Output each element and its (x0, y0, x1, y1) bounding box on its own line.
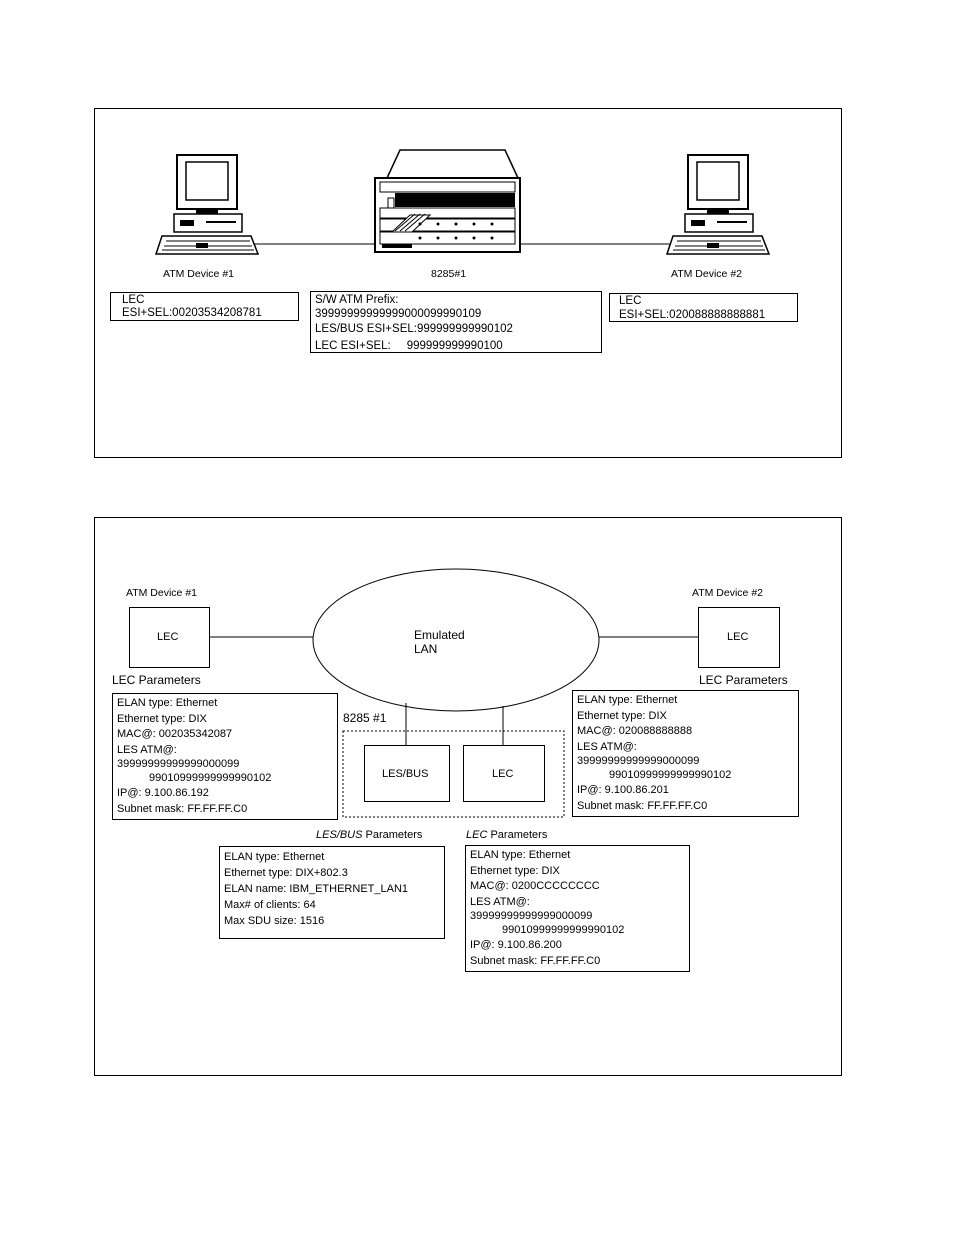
param-line: MAC@: 020088888888 (577, 725, 693, 737)
param-line: ELAN type: Ethernet (577, 694, 678, 706)
device2-label: ATM Device #2 (671, 268, 742, 280)
les-bus-params-title-rest: Parameters (362, 829, 423, 841)
bottom-figure-frame (94, 517, 842, 1076)
lec-params-center-title-em: LEC (466, 829, 488, 841)
device2-info-line: ESI+SEL:020088888888881 (619, 309, 766, 321)
device1-info-box: LEC ESI+SEL:00203534208781 (110, 292, 299, 321)
param-line: Ethernet type: DIX (577, 709, 667, 722)
switch-label: 8285#1 (431, 268, 467, 280)
param-line: ELAN type: Ethernet (224, 851, 325, 863)
param-line: LES ATM@: (577, 740, 637, 753)
lec-params-left-title: LEC Parameters (112, 673, 201, 687)
param-line: Max SDU size: 1516 (224, 915, 325, 927)
lec-right-label: LEC (727, 631, 749, 643)
lec-inner-label: LEC (492, 768, 514, 780)
device1-info-line: LEC (122, 294, 145, 306)
cloud-label-line1: Emulated (414, 628, 465, 642)
param-line: IP@: 9.100.86.192 (117, 787, 209, 799)
switch-info-line: LEC ESI+SEL: 999999999990100 (315, 340, 503, 352)
param-line: Ethernet type: DIX+802.3 (224, 867, 348, 879)
param-line: 39999999999999000099 (470, 909, 593, 922)
param-line: ELAN type: Ethernet (470, 849, 571, 861)
param-line: LES ATM@: (470, 895, 530, 908)
les-bus-box: LES/BUS (364, 745, 450, 802)
lec-inner-box: LEC (463, 745, 545, 802)
cloud-label-line2: LAN (414, 642, 438, 656)
param-line: IP@: 9.100.86.200 (470, 939, 562, 951)
switch-info-line: LES/BUS ESI+SEL:999999999990102 (315, 323, 513, 335)
device2-info-line: LEC (619, 295, 642, 307)
lec-left-label: LEC (157, 631, 179, 643)
left-lec-params-box: ELAN type: Ethernet Ethernet type: DIX M… (112, 693, 338, 820)
param-line: Max# of clients: 64 (224, 899, 316, 911)
lec-params-center-title: LEC Parameters (466, 829, 547, 842)
param-line: 39999999999999000099 (117, 757, 240, 770)
param-line: ELAN type: Ethernet (117, 697, 218, 709)
param-line: 99010999999999990102 (149, 771, 272, 784)
param-line: Ethernet type: DIX (470, 864, 560, 877)
param-line: ELAN name: IBM_ETHERNET_LAN1 (224, 883, 409, 895)
switch-info-line: 39999999999999000099990109 (315, 308, 482, 320)
les-bus-params-title-em: LES/BUS (316, 829, 363, 841)
center-lec-params-box: ELAN type: Ethernet Ethernet type: DIX M… (465, 845, 690, 972)
lec-left-box: LEC (129, 607, 210, 668)
param-line: 99010999999999990102 (502, 923, 625, 936)
param-line: Subnet mask: FF.FF.FF.C0 (577, 799, 708, 812)
device1-info-line: ESI+SEL:00203534208781 (122, 307, 262, 319)
right-lec-params-box: ELAN type: Ethernet Ethernet type: DIX M… (572, 690, 799, 817)
param-line: MAC@: 002035342087 (117, 728, 233, 740)
bottom-device2-label: ATM Device #2 (692, 587, 763, 599)
computer-icon-device1 (154, 154, 260, 255)
param-line: Ethernet type: DIX (117, 712, 207, 725)
param-line: 99010999999999990102 (609, 768, 732, 781)
switch-dotted-box (342, 730, 565, 818)
param-line: IP@: 9.100.86.201 (577, 784, 669, 796)
emulated-lan-cloud (312, 568, 600, 712)
device2-info-box: LEC ESI+SEL:020088888888881 (609, 293, 798, 322)
param-line: MAC@: 0200CCCCCCCC (470, 880, 600, 892)
switch-info-box: S/W ATM Prefix: 399999999999990000999901… (310, 291, 602, 353)
les-bus-params-box: ELAN type: Ethernet Ethernet type: DIX+8… (219, 846, 445, 939)
param-line: Subnet mask: FF.FF.FF.C0 (470, 954, 601, 967)
les-bus-params-title: LES/BUS Parameters (316, 829, 422, 842)
lec-params-right-title: LEC Parameters (699, 673, 788, 687)
switch-chassis-icon (374, 149, 521, 253)
les-bus-label: LES/BUS (382, 768, 429, 780)
device1-label: ATM Device #1 (163, 268, 234, 280)
lec-params-center-title-rest: Parameters (487, 829, 548, 841)
switch-info-line: S/W ATM Prefix: (315, 294, 399, 306)
bottom-device1-label: ATM Device #1 (126, 587, 197, 599)
switch-8285-label: 8285 #1 (343, 711, 387, 725)
top-figure-frame (94, 108, 842, 458)
param-line: LES ATM@: (117, 743, 177, 756)
param-line: Subnet mask: FF.FF.FF.C0 (117, 802, 248, 815)
lec-right-box: LEC (698, 607, 780, 668)
param-line: 39999999999999000099 (577, 754, 700, 767)
computer-icon-device2 (665, 154, 771, 255)
